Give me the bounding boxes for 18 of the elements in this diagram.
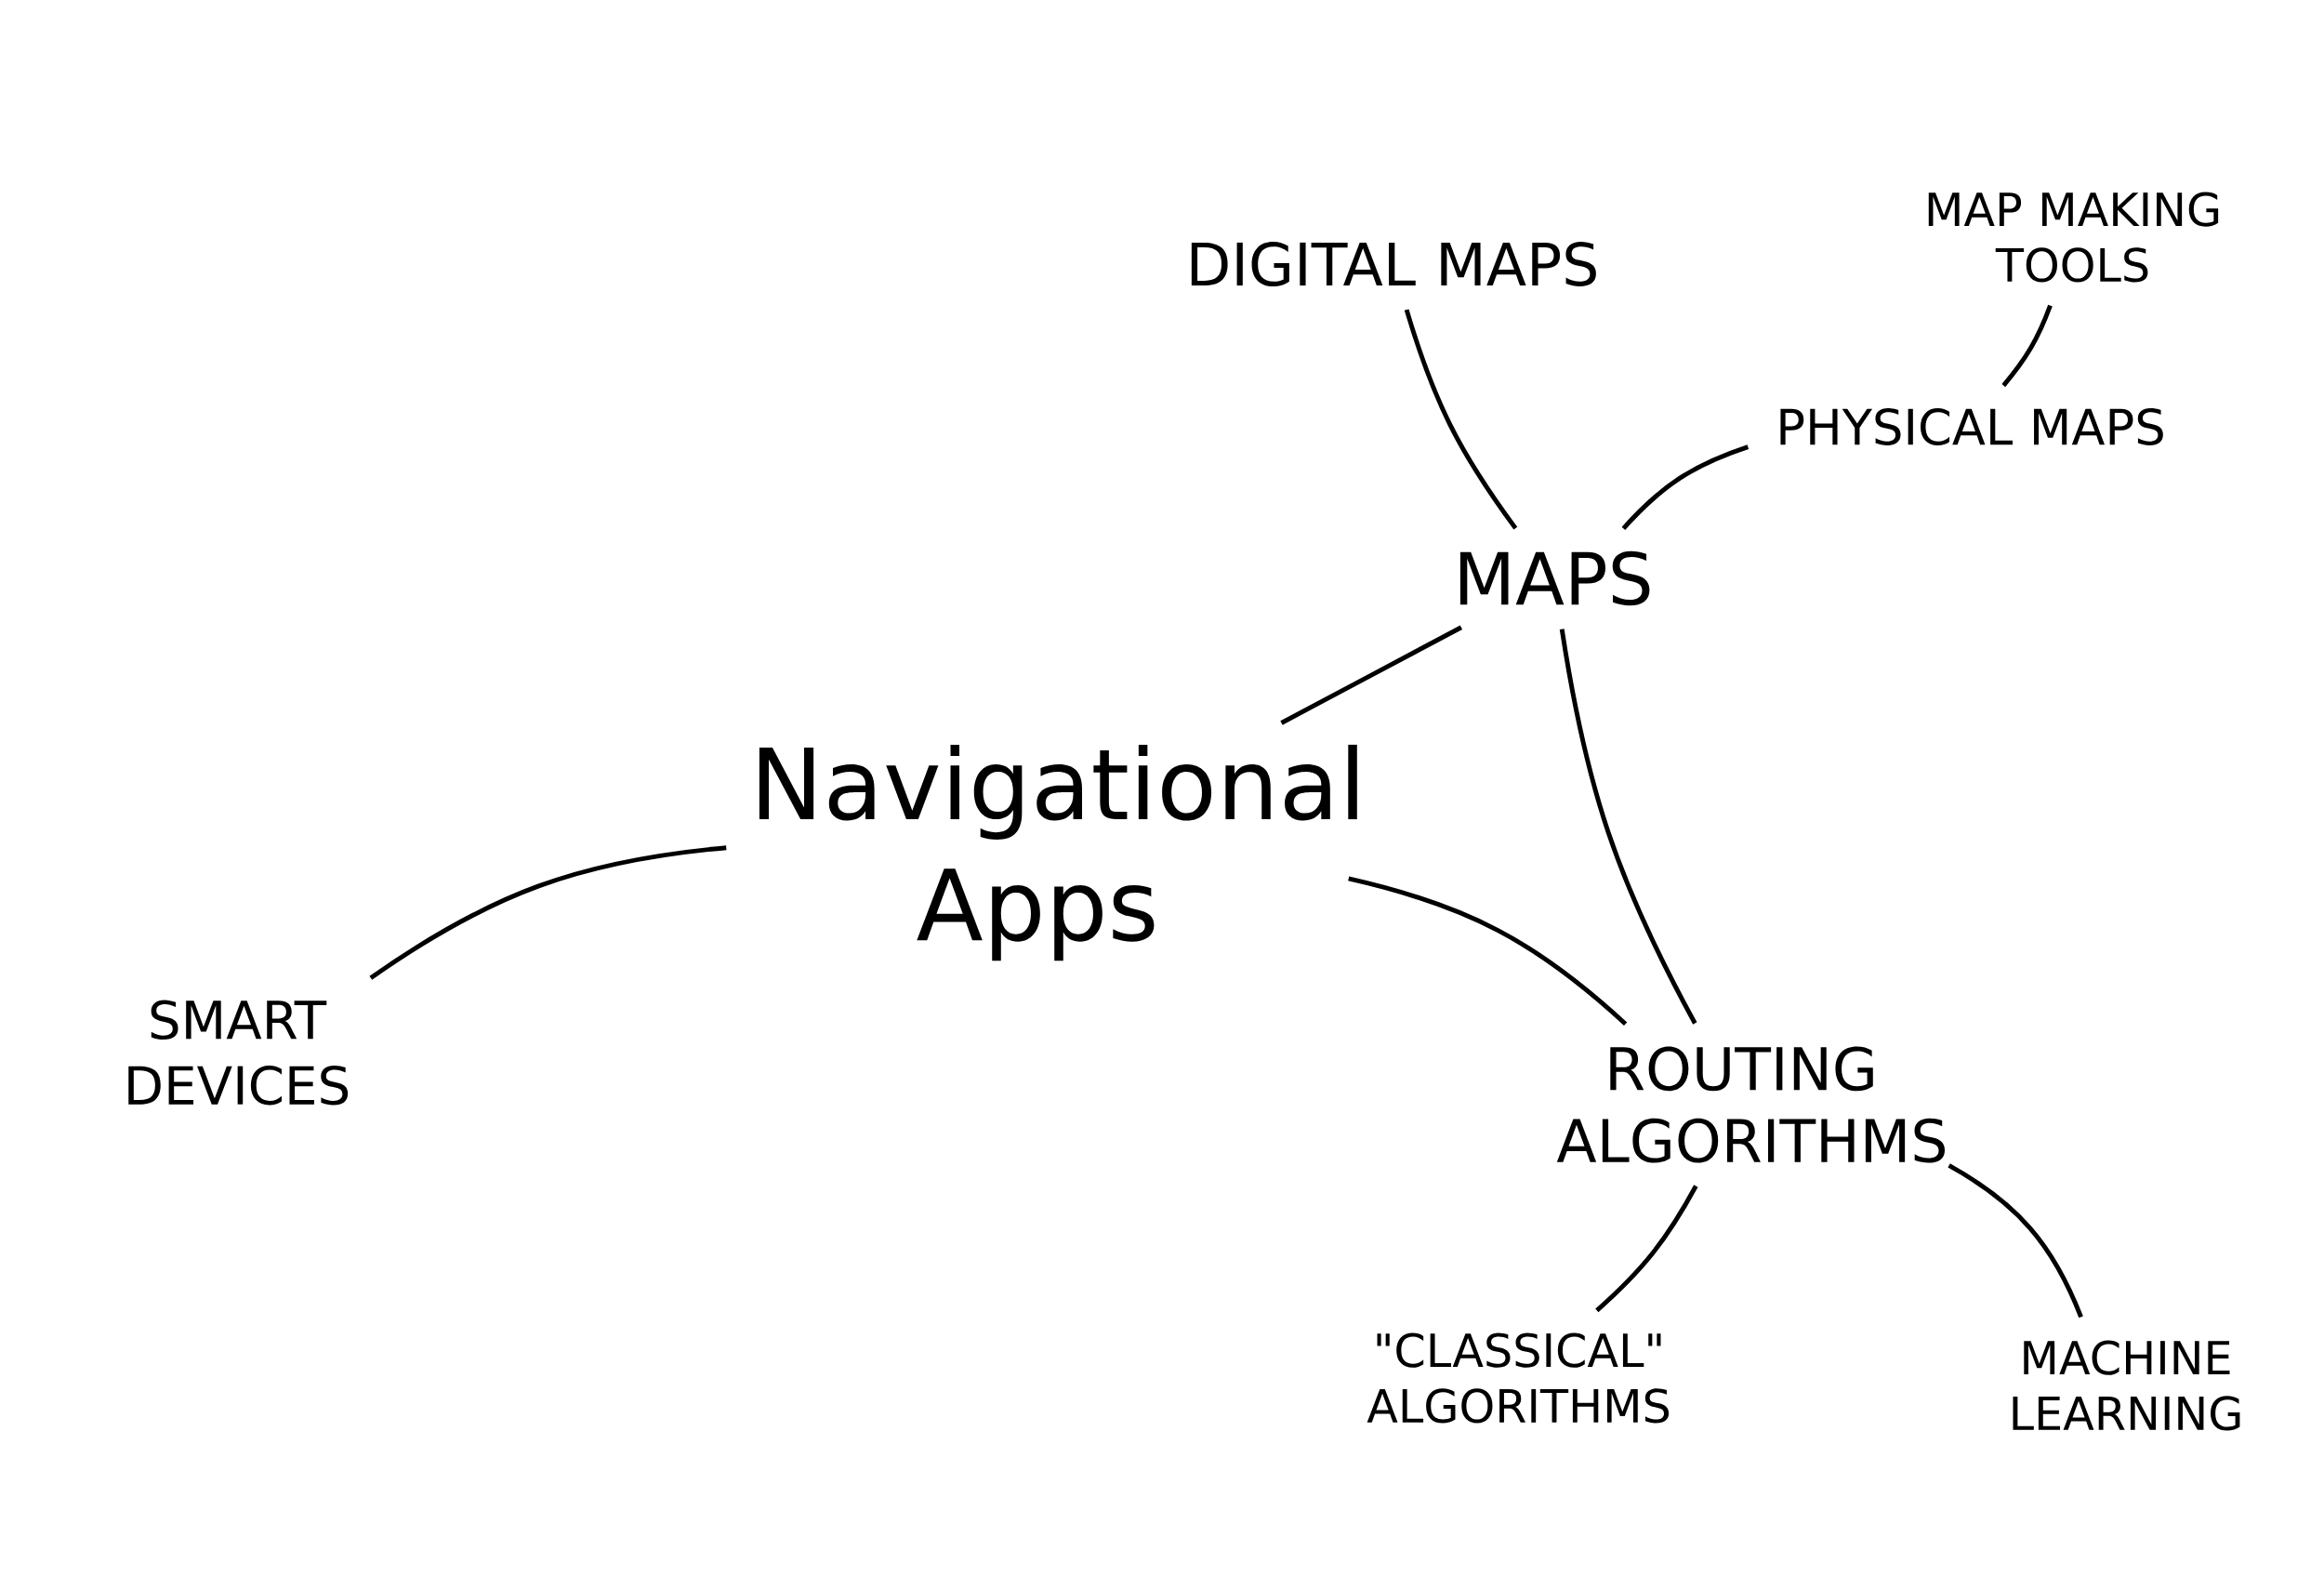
topic-text: SMART DEVICES — [128, 1000, 349, 1106]
connector-line — [2001, 304, 2053, 388]
topic-text: MAP MAKING TOOLS — [1928, 192, 2219, 283]
connector-line — [1559, 629, 1697, 1025]
connector-line — [1280, 625, 1463, 725]
topic-text: DIGITAL MAPS — [1191, 242, 1596, 286]
topic-text: ROUTING ALGORITHMS — [1556, 1046, 1945, 1163]
connector-line — [1404, 309, 1518, 530]
topic-text: MAPS — [1459, 550, 1650, 606]
connector-line — [369, 845, 727, 980]
topic-text: PHYSICAL MAPS — [1780, 408, 2163, 445]
connector-line — [1948, 1163, 2083, 1319]
connector-line — [1621, 444, 1750, 530]
connector-line — [1348, 876, 1628, 1027]
topic-text: "CLASSICAL" ALGORITHMS — [1367, 1332, 1670, 1424]
connector-line — [1595, 1185, 1698, 1313]
topic-text: MACHINE LEARNING — [2013, 1340, 2240, 1431]
central-topic: Navigational Apps — [759, 744, 1357, 961]
